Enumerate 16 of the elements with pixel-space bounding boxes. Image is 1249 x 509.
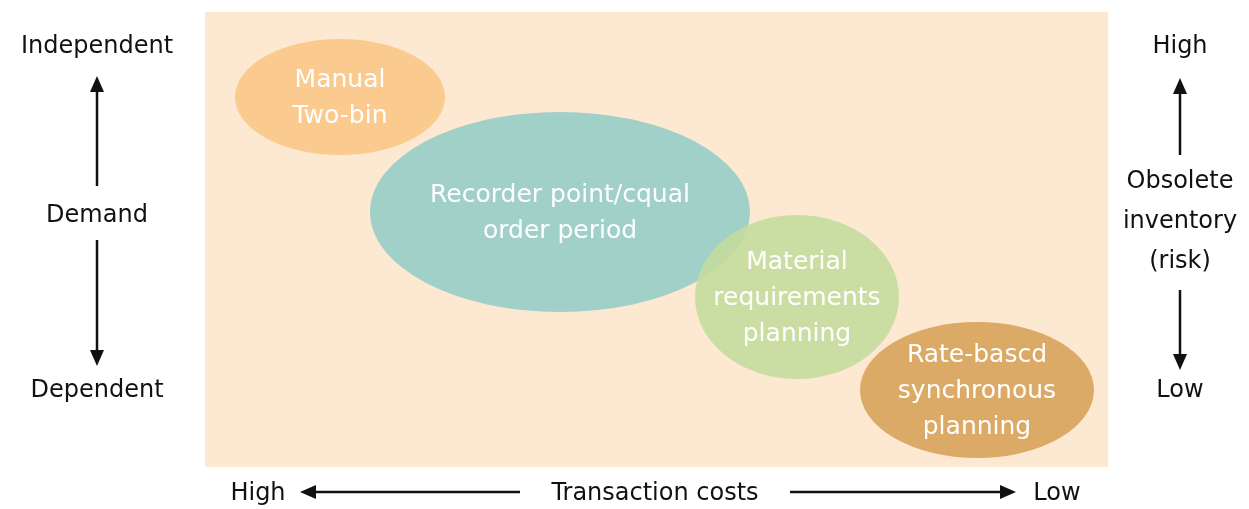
axis-label: Low <box>1156 374 1204 405</box>
method-ellipse <box>860 322 1094 458</box>
axis-label: Obsolete inventory (risk) <box>1121 165 1239 276</box>
method-ellipse <box>695 215 899 379</box>
axis-label: Low <box>1033 477 1081 508</box>
method-label: Manual Two-bin <box>291 63 389 131</box>
method-label: Rate-bascd synchronous planning <box>896 338 1058 442</box>
method-label: Recorder point/cqual order period <box>429 178 691 246</box>
axis-label: Transaction costs <box>551 477 759 508</box>
axis-label: High <box>1152 30 1208 61</box>
method-label: Material requirements planning <box>712 245 882 349</box>
method-ellipse <box>235 39 445 155</box>
axis-label: Dependent <box>30 374 164 405</box>
axis-label: Independent <box>20 30 174 61</box>
axis-label: High <box>230 477 286 508</box>
axis-label: Demand <box>46 199 148 230</box>
